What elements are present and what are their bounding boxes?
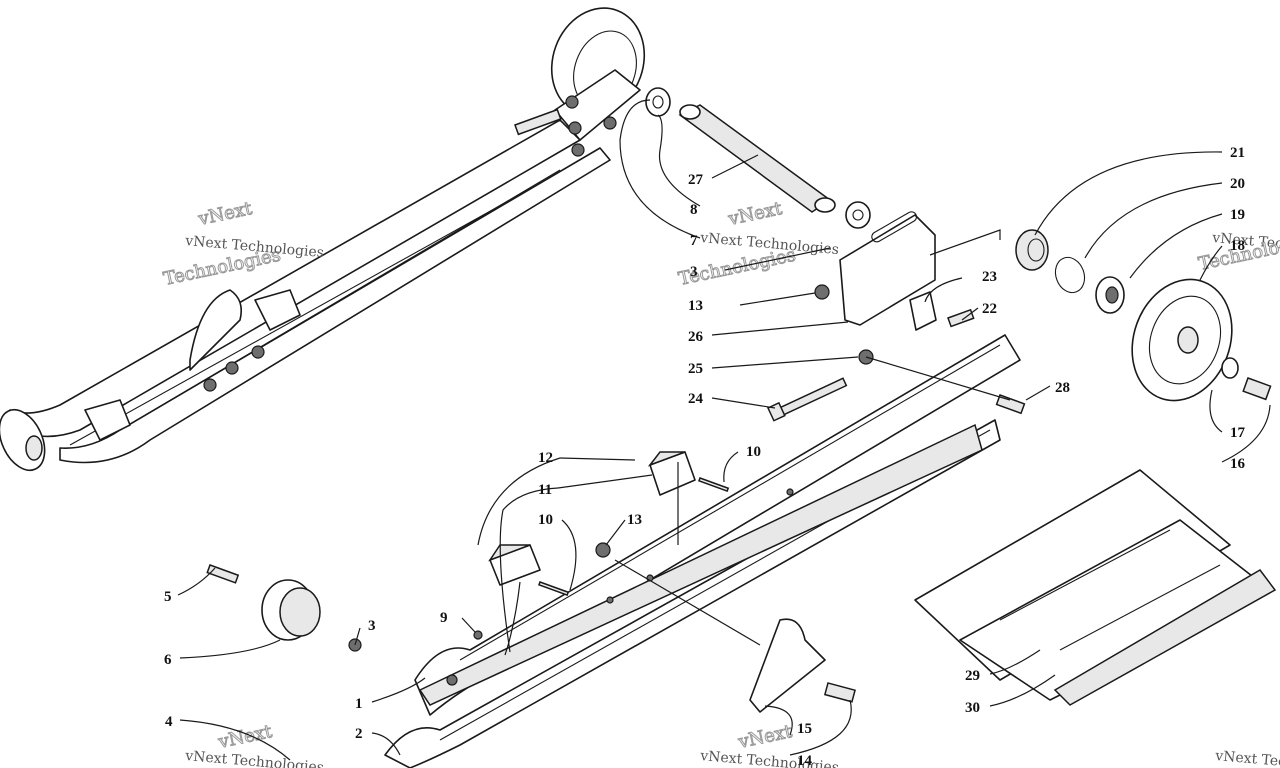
nut-13-upper (814, 284, 830, 300)
callout-7: 7 (690, 233, 698, 249)
callout-15: 15 (797, 721, 812, 737)
callout-13-lower: 13 (627, 512, 642, 528)
idler-wheel-18 (1131, 278, 1233, 402)
callout-20: 20 (1230, 176, 1245, 192)
callout-18: 18 (1230, 238, 1245, 254)
callout-14: 14 (797, 753, 813, 768)
callouts: 1 2 3 3 4 5 6 7 8 9 10 10 11 12 13 13 14… (164, 145, 1246, 768)
washer-middle (845, 201, 871, 229)
callout-28: 28 (1055, 380, 1070, 396)
watermark-small-d: vNext Technologies (184, 748, 325, 768)
callout-1: 1 (355, 696, 363, 712)
bolt-16 (1242, 377, 1272, 401)
bolt-22 (947, 308, 975, 328)
bolt-24 (767, 377, 848, 422)
callout-11: 11 (538, 482, 552, 498)
watermark-small-f: vNext Technologies (1214, 748, 1280, 768)
callout-27: 27 (688, 172, 704, 188)
callout-30: 30 (965, 700, 980, 716)
callout-10-upper: 10 (746, 444, 761, 460)
lower-rail-assembly (384, 334, 1021, 768)
callout-26: 26 (688, 329, 704, 345)
clamp-bracket (909, 291, 937, 331)
bearing-19 (1095, 276, 1125, 314)
callout-9: 9 (440, 610, 448, 626)
bolt-14 (823, 682, 856, 703)
front-wheel-6 (261, 579, 321, 641)
callout-22: 22 (982, 301, 997, 317)
slide-block-11 (488, 544, 541, 586)
track-section (914, 469, 1277, 706)
rail-front-wheel (0, 408, 46, 472)
callout-19: 19 (1230, 207, 1245, 223)
bolt-28 (995, 394, 1026, 415)
callout-5: 5 (164, 589, 172, 605)
rear-idler-wheel (550, 7, 646, 157)
nut-13-lower (595, 542, 611, 558)
watermark-small-e: vNext Technologies (699, 748, 840, 768)
bracket-15 (749, 618, 826, 713)
bolt-10-upper (698, 477, 730, 493)
callout-21: 21 (1230, 145, 1245, 161)
watermark-line1-e: vNext (736, 721, 795, 753)
leader-lines (177, 99, 1271, 761)
watermark-line1-d: vNext (216, 721, 275, 753)
callout-23: 23 (982, 269, 997, 285)
slide-block-12 (647, 451, 696, 496)
callout-29: 29 (965, 668, 980, 684)
washer-17 (1221, 357, 1239, 379)
bolt-10-lower (538, 581, 570, 597)
washer-upper (645, 87, 671, 117)
callout-16: 16 (1230, 456, 1246, 472)
bolt-5 (206, 564, 240, 584)
axle-shaft (678, 104, 836, 213)
snap-ring-20 (1054, 256, 1086, 294)
watermark-line1-b: vNext (726, 198, 785, 230)
watermark-line1-a: vNext (196, 198, 255, 230)
left-rail-assembly (0, 7, 646, 472)
callout-12: 12 (538, 450, 553, 466)
rivet-9 (473, 630, 483, 640)
callout-10-lower: 10 (538, 512, 553, 528)
callout-6: 6 (164, 652, 172, 668)
callout-25: 25 (688, 361, 703, 377)
callout-17: 17 (1230, 425, 1246, 441)
callout-2: 2 (355, 726, 363, 742)
mounting-plate (839, 211, 936, 326)
callout-13-upper: 13 (688, 298, 703, 314)
callout-24: 24 (688, 391, 704, 407)
callout-8: 8 (690, 202, 698, 218)
callout-3-lower: 3 (368, 618, 376, 634)
callout-4: 4 (165, 714, 173, 730)
bearing-cup-21 (1015, 229, 1049, 271)
callout-3-upper: 3 (690, 264, 698, 280)
